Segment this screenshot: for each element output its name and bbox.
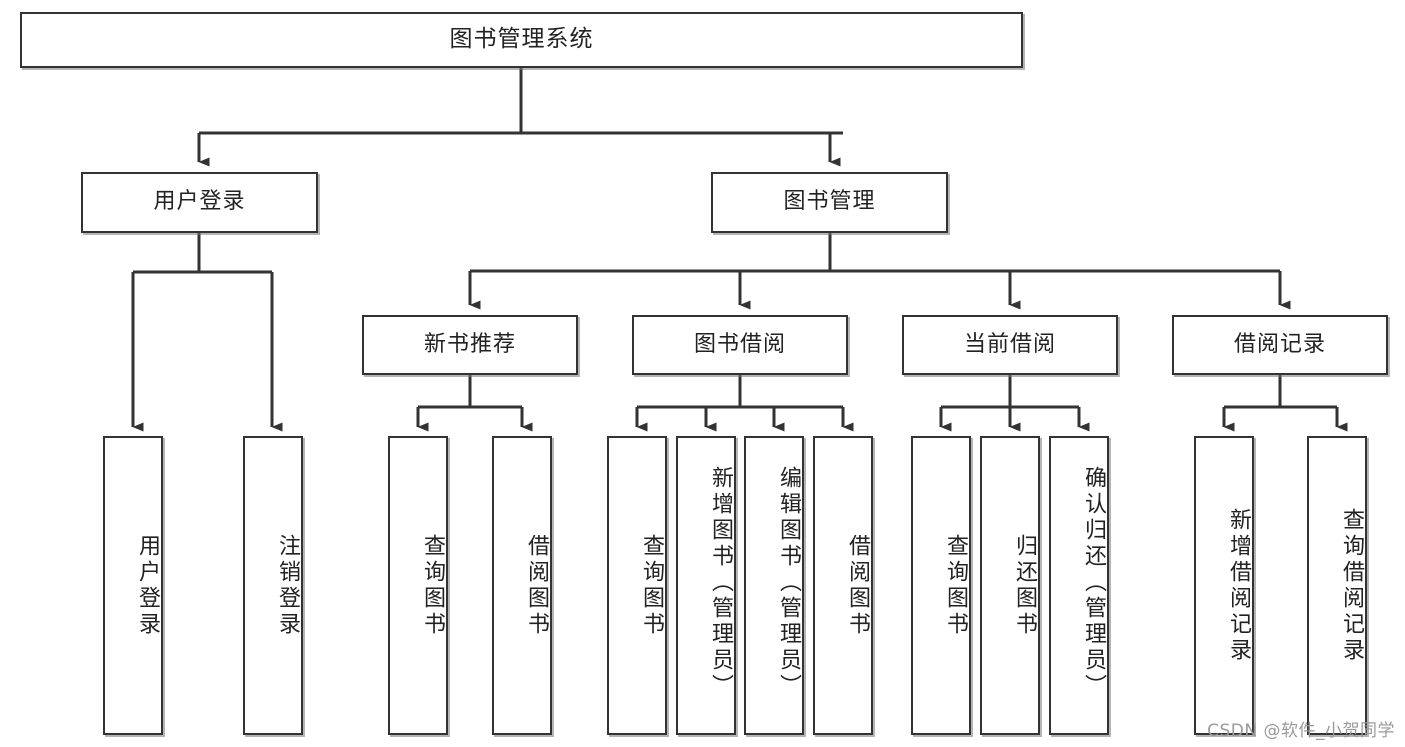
node-root-book-management-system[interactable]: 图书管理系统	[20, 12, 1023, 68]
leaf-label: 注销登录	[275, 533, 300, 638]
node-book-borrow[interactable]: 图书借阅	[632, 315, 848, 375]
leaf-label: 借阅图书	[845, 533, 870, 638]
leaf-user-login-0[interactable]: 用户登录	[103, 436, 163, 735]
node-new-book-recommend[interactable]: 新书推荐	[362, 315, 578, 375]
leaf-borrow-record-1[interactable]: 查询借阅记录	[1307, 436, 1367, 735]
leaf-borrow-record-0[interactable]: 新增借阅记录	[1194, 436, 1254, 735]
node-root-label: 图书管理系统	[449, 26, 594, 53]
leaf-label: 用户登录	[135, 533, 160, 638]
node-new-book-recommend-label: 新书推荐	[423, 331, 516, 357]
leaf-label: 查询图书	[639, 533, 664, 638]
leaf-book-borrow-0[interactable]: 查询图书	[607, 436, 667, 735]
node-borrow-record-label: 借阅记录	[1233, 331, 1326, 357]
leaf-label: 归还图书	[1012, 533, 1037, 638]
node-user-login-label: 用户登录	[153, 189, 246, 215]
leaf-book-borrow-1[interactable]: 新增图书（管理员）	[676, 436, 736, 735]
leaf-new-book-recommend-0[interactable]: 查询图书	[388, 436, 448, 735]
node-book-management-label: 图书管理	[783, 189, 876, 215]
leaf-label: 查询图书	[420, 533, 445, 638]
leaf-current-borrow-0[interactable]: 查询图书	[911, 436, 971, 735]
leaf-label: 确认归还（管理员）	[1081, 465, 1106, 700]
node-current-borrow[interactable]: 当前借阅	[902, 315, 1118, 375]
node-borrow-record[interactable]: 借阅记录	[1172, 315, 1388, 375]
node-current-borrow-label: 当前借阅	[963, 331, 1056, 357]
leaf-new-book-recommend-1[interactable]: 借阅图书	[492, 436, 552, 735]
leaf-book-borrow-2[interactable]: 编辑图书（管理员）	[744, 436, 804, 735]
node-book-management[interactable]: 图书管理	[711, 172, 948, 233]
node-user-login[interactable]: 用户登录	[81, 172, 318, 233]
csdn-watermark: CSDN @软件_小贺同学	[1207, 721, 1395, 741]
leaf-current-borrow-2[interactable]: 确认归还（管理员）	[1049, 436, 1109, 735]
leaf-label: 借阅图书	[524, 533, 549, 638]
leaf-label: 新增借阅记录	[1226, 507, 1251, 664]
leaf-book-borrow-3[interactable]: 借阅图书	[813, 436, 873, 735]
leaf-label: 查询图书	[943, 533, 968, 638]
leaf-label: 查询借阅记录	[1339, 507, 1364, 664]
node-book-borrow-label: 图书借阅	[693, 331, 786, 357]
leaf-current-borrow-1[interactable]: 归还图书	[980, 436, 1040, 735]
leaf-label: 新增图书（管理员）	[708, 465, 733, 700]
leaf-label: 编辑图书（管理员）	[776, 465, 801, 700]
leaf-user-login-1[interactable]: 注销登录	[243, 436, 303, 735]
